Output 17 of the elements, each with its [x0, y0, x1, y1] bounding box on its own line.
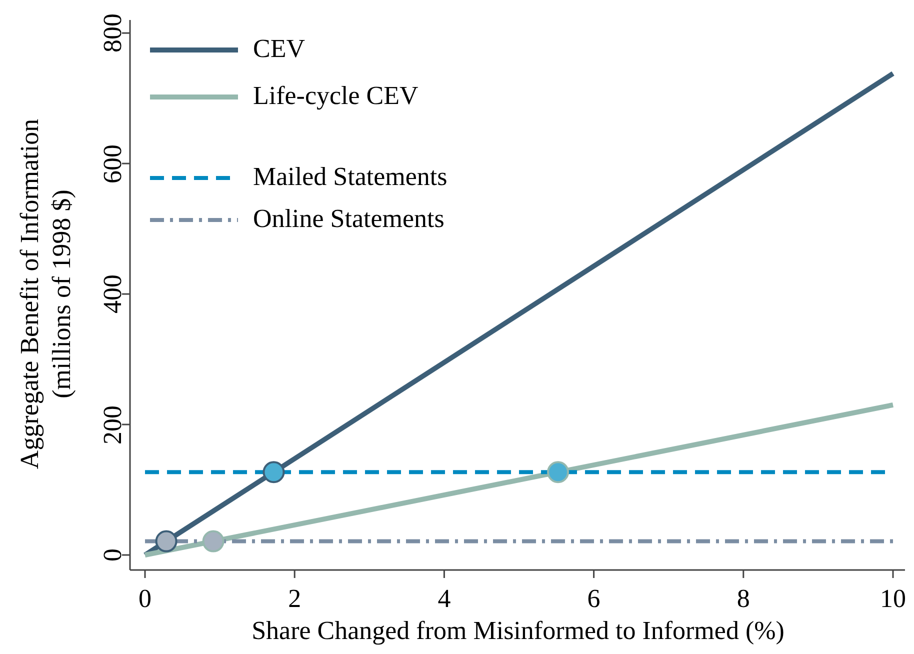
legend-label: Life-cycle CEV — [253, 83, 418, 109]
y-tick-label: 0 — [100, 547, 126, 564]
legend-label: Mailed Statements — [253, 164, 448, 190]
x-tick-label: 6 — [586, 586, 602, 612]
y-axis-title: Aggregate Benefit of Information (millions of 1998 $) — [14, 118, 77, 472]
x-tick-label: 0 — [138, 586, 152, 612]
x-axis-title: Share Changed from Misinformed to Informed (%) — [250, 618, 786, 644]
legend-label: Online Statements — [253, 206, 444, 232]
y-tick-label: 800 — [100, 12, 126, 55]
x-tick-label: 2 — [287, 586, 302, 612]
x-tick-label: 4 — [436, 586, 452, 612]
legend-label: CEV — [253, 36, 305, 62]
y-tick-label: 200 — [100, 404, 126, 446]
x-tick-label: 8 — [736, 586, 751, 612]
y-tick-label: 400 — [100, 274, 126, 316]
x-tick-label: 10 — [879, 586, 907, 612]
y-tick-label: 600 — [100, 143, 126, 186]
